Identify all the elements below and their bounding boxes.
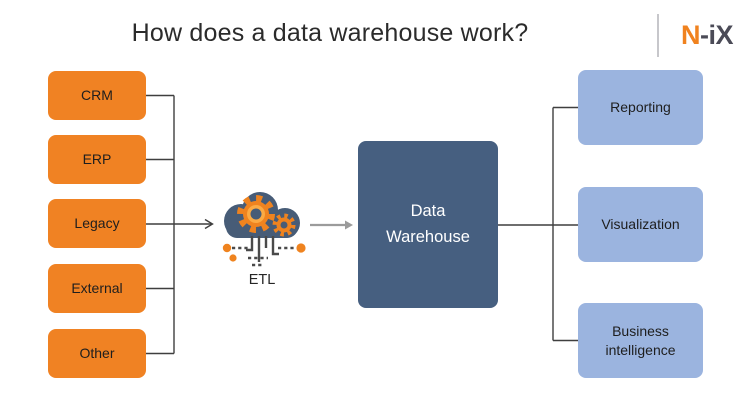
warehouse-label-line2: Warehouse — [386, 227, 470, 246]
source-label: CRM — [81, 87, 113, 104]
source-label: Other — [79, 345, 115, 362]
output-box-business-intelligence: Business intelligence — [578, 303, 703, 378]
page-title: How does a data warehouse work? — [131, 19, 529, 47]
source-box-other: Other — [48, 329, 146, 378]
left-connectors — [146, 94, 214, 355]
source-box-external: External — [48, 264, 146, 313]
right-connectors — [498, 106, 578, 342]
etl-cloud-gears-icon — [222, 192, 306, 267]
warehouse-label-line1: Data — [410, 201, 446, 220]
etl-label: ETL — [248, 272, 276, 288]
logo-suffix: -iX — [699, 20, 734, 50]
circuit-traces — [232, 236, 296, 267]
source-label: External — [71, 280, 123, 297]
logo-prefix: N — [680, 20, 701, 50]
arrowhead-icon — [204, 218, 214, 230]
data-warehouse-box: Data Warehouse — [358, 141, 498, 308]
nix-logo: N-iX — [668, 20, 746, 51]
output-label: Visualization — [601, 216, 680, 233]
output-box-visualization: Visualization — [578, 187, 703, 262]
large-gear-icon — [237, 195, 275, 233]
output-box-reporting: Reporting — [578, 70, 703, 145]
circuit-nodes — [222, 243, 306, 262]
logo-divider — [657, 14, 659, 57]
source-label: ERP — [82, 151, 112, 168]
source-box-erp: ERP — [48, 135, 146, 184]
source-box-legacy: Legacy — [48, 199, 146, 248]
output-label: Business intelligence — [605, 322, 676, 358]
source-label: Legacy — [74, 215, 120, 232]
etl-to-warehouse-arrow — [310, 220, 353, 230]
small-gear-icon — [272, 213, 296, 237]
arrowhead-icon — [345, 220, 353, 230]
source-box-crm: CRM — [48, 71, 146, 120]
output-label: Reporting — [610, 99, 671, 116]
